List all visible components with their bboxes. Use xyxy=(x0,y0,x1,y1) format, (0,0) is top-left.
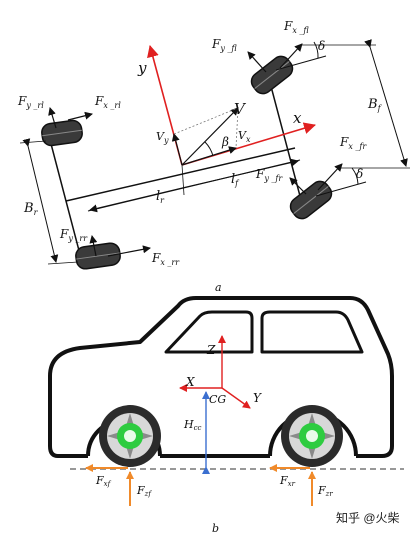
beta-label: β xyxy=(221,135,229,149)
fy-fl-label: Fy _fl xyxy=(211,37,237,53)
velocity-dashed-helper-2 xyxy=(235,107,239,149)
tire-rear-left xyxy=(41,119,83,147)
force-arrow-fx-fl xyxy=(279,43,303,69)
front-wheel xyxy=(99,405,161,467)
lr-label: lr xyxy=(156,189,165,205)
slip-angle-arc xyxy=(204,141,214,157)
steer-ref-line-fr xyxy=(315,181,367,197)
bf-dimension-line xyxy=(364,39,408,167)
bf-label: Bf xyxy=(367,97,383,113)
steer-arc-fl xyxy=(313,41,319,59)
front-axle-line xyxy=(267,74,301,197)
fx-rl-label: Fx _rl xyxy=(94,94,121,110)
velocity-y-component xyxy=(171,133,183,166)
caption-b: b xyxy=(212,522,219,535)
fxf-label: Fxf xyxy=(95,474,112,488)
br-label: Br xyxy=(23,201,39,217)
height-label: Hcc xyxy=(183,418,202,432)
x-axis-label-side: X xyxy=(185,375,195,389)
caption-a: a xyxy=(215,281,222,294)
body-centerline xyxy=(65,147,296,202)
lr-dimension-arrow xyxy=(89,187,183,213)
force-arrow-fy-fr xyxy=(289,177,307,195)
fx-fl-label: Fx _fl xyxy=(283,19,309,35)
rear-wheel xyxy=(281,405,343,467)
fx-rr-label: Fx _rr xyxy=(151,251,180,267)
force-arrow-fx-rl xyxy=(67,111,93,121)
car-body-outline xyxy=(48,296,394,458)
x-axis-label: x xyxy=(293,109,302,127)
force-arrow-fy-rr xyxy=(89,235,98,257)
br-extension-top xyxy=(19,140,47,144)
figure-a-vehicle-planar-model: y x V Vx Vy β δ δ lr lf Bf Br Fy _rl Fx … xyxy=(17,19,410,294)
watermark-text: 知乎 @火柴 xyxy=(336,511,400,525)
fx-fr-label: Fx _fr xyxy=(339,135,367,151)
force-arrow-fy-fl xyxy=(247,51,267,73)
fzr-label: Fzr xyxy=(317,484,333,498)
fzf-label: Fzf xyxy=(136,484,152,498)
cg-tick xyxy=(181,164,185,196)
force-arrow-fx-rr xyxy=(107,245,151,257)
tire-front-right xyxy=(289,180,333,220)
y-axis-label: y xyxy=(137,59,147,77)
velocity-x-component xyxy=(181,146,237,166)
fy-rl-label: Fy _rl xyxy=(17,94,44,110)
y-axis-arrow-side xyxy=(221,387,251,409)
rear-window xyxy=(260,310,364,354)
z-axis-label: Z xyxy=(206,343,216,357)
fy-fr-label: Fy _fr xyxy=(255,167,283,183)
fxr-label: Fxr xyxy=(279,474,296,488)
br-dimension-line xyxy=(22,138,59,263)
br-extension-bottom xyxy=(47,261,79,265)
cg-label: CG xyxy=(209,393,226,406)
velocity-dashed-helper xyxy=(173,107,239,135)
velocity-label: V xyxy=(234,100,247,118)
front-window xyxy=(164,310,254,354)
lf-dimension-arrow xyxy=(181,158,299,189)
steer-ref-line-fl xyxy=(275,55,327,71)
fy-rr-label: Fy _rr xyxy=(59,227,88,243)
delta-front-right-label: δ xyxy=(356,167,363,181)
figure-b-vehicle-side-view: Z X Y CG Hcc Fxf Fzf Fxr Fzr b xyxy=(48,296,404,535)
tire-rear-right xyxy=(75,242,121,270)
y-axis-label-side: Y xyxy=(253,391,262,405)
delta-front-left-label: δ xyxy=(318,39,325,53)
force-arrow-fy-rl xyxy=(48,107,57,129)
lf-label: lf xyxy=(231,172,240,188)
vy-label: Vy xyxy=(156,130,169,145)
vx-label: Vx xyxy=(238,129,251,144)
velocity-vector xyxy=(181,107,239,166)
